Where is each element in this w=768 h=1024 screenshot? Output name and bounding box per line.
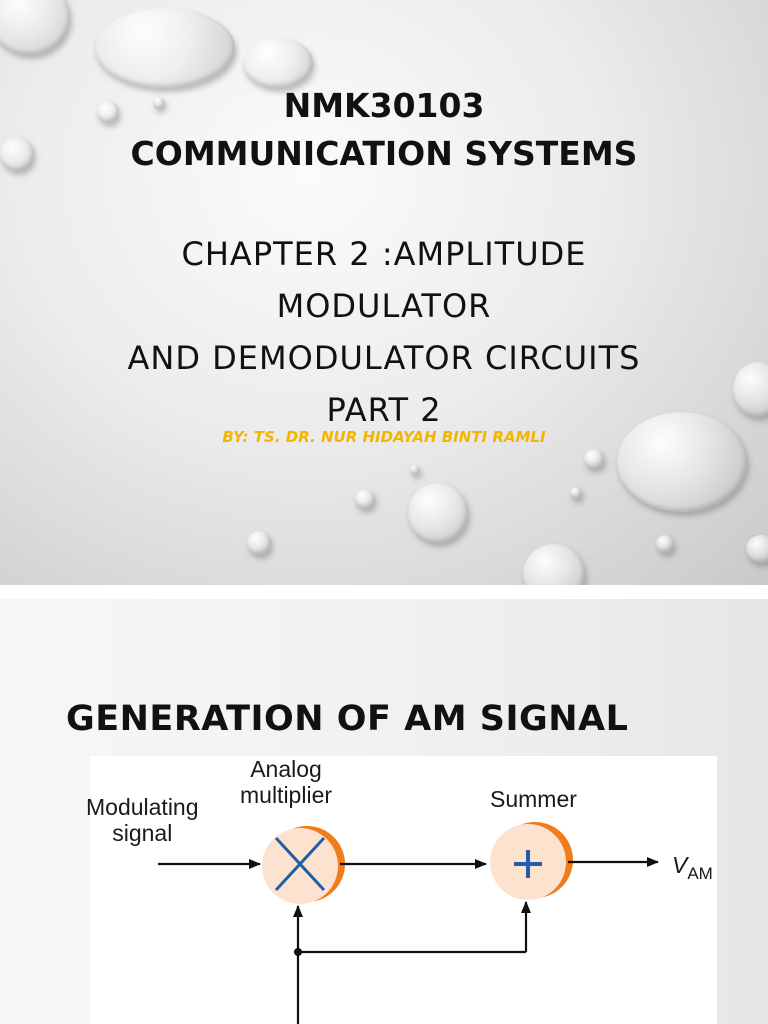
junction-dot: [294, 948, 302, 956]
water-drop-decoration: [656, 535, 674, 553]
slide-title: GENERATION OF AM SIGNAL: [66, 699, 629, 739]
author-line: BY: TS. DR. NUR HIDAYAH BINTI RAMLI: [222, 428, 546, 446]
water-drop-decoration: [746, 535, 768, 563]
course-name: COMMUNICATION SYSTEMS: [130, 134, 638, 173]
output-label-subscript: AM: [687, 864, 713, 883]
analog-multiplier-label: Analog multiplier: [240, 756, 332, 808]
chapter-line-2: MODULATOR: [276, 287, 492, 325]
water-drop-decoration: [570, 487, 582, 499]
water-drop-decoration: [584, 449, 604, 469]
water-drop-decoration: [153, 97, 165, 109]
multiplier-label-line-2: multiplier: [240, 782, 333, 808]
chapter-line-4: PART 2: [326, 391, 442, 429]
water-drop-decoration: [733, 362, 768, 417]
chapter-line-1: CHAPTER 2 :AMPLITUDE: [181, 235, 587, 273]
chapter-line-3: AND DEMODULATOR CIRCUITS: [127, 339, 641, 377]
summer-block: [490, 822, 573, 900]
content-slide: GENERATION OF AM SIGNAL: [0, 599, 768, 1024]
course-code: NMK30103: [283, 86, 485, 125]
water-drop-decoration: [243, 38, 313, 88]
diagram-drawing: [158, 822, 659, 1024]
chapter-title: CHAPTER 2 :AMPLITUDE MODULATOR AND DEMOD…: [0, 228, 768, 436]
multiplier-label-line-1: Analog: [250, 756, 322, 782]
output-label-main: V: [672, 852, 688, 878]
water-drop-decoration: [97, 101, 119, 123]
water-drop-decoration: [0, 0, 70, 55]
slide-separator: [0, 585, 768, 599]
water-drop-decoration: [0, 137, 34, 171]
output-label: VAM: [672, 852, 713, 883]
modulating-label-line-2: signal: [112, 820, 173, 846]
water-drop-decoration: [95, 8, 235, 88]
analog-multiplier-block: [262, 826, 345, 904]
course-title: NMK30103 COMMUNICATION SYSTEMS: [0, 82, 768, 178]
modulating-label-line-1: Modulating: [86, 794, 199, 820]
water-drop-decoration: [247, 531, 271, 555]
water-drop-decoration: [408, 483, 468, 543]
water-drop-decoration: [355, 489, 375, 509]
water-drop-decoration: [523, 544, 585, 585]
am-block-diagram: Modulating signal Analog multiplier Summ…: [86, 756, 717, 1024]
water-drop-decoration: [410, 465, 420, 475]
water-drop-decoration: [617, 412, 747, 512]
summer-label: Summer: [490, 786, 577, 812]
title-slide: NMK30103 COMMUNICATION SYSTEMS CHAPTER 2…: [0, 0, 768, 585]
modulating-signal-label: Modulating signal: [86, 794, 199, 846]
